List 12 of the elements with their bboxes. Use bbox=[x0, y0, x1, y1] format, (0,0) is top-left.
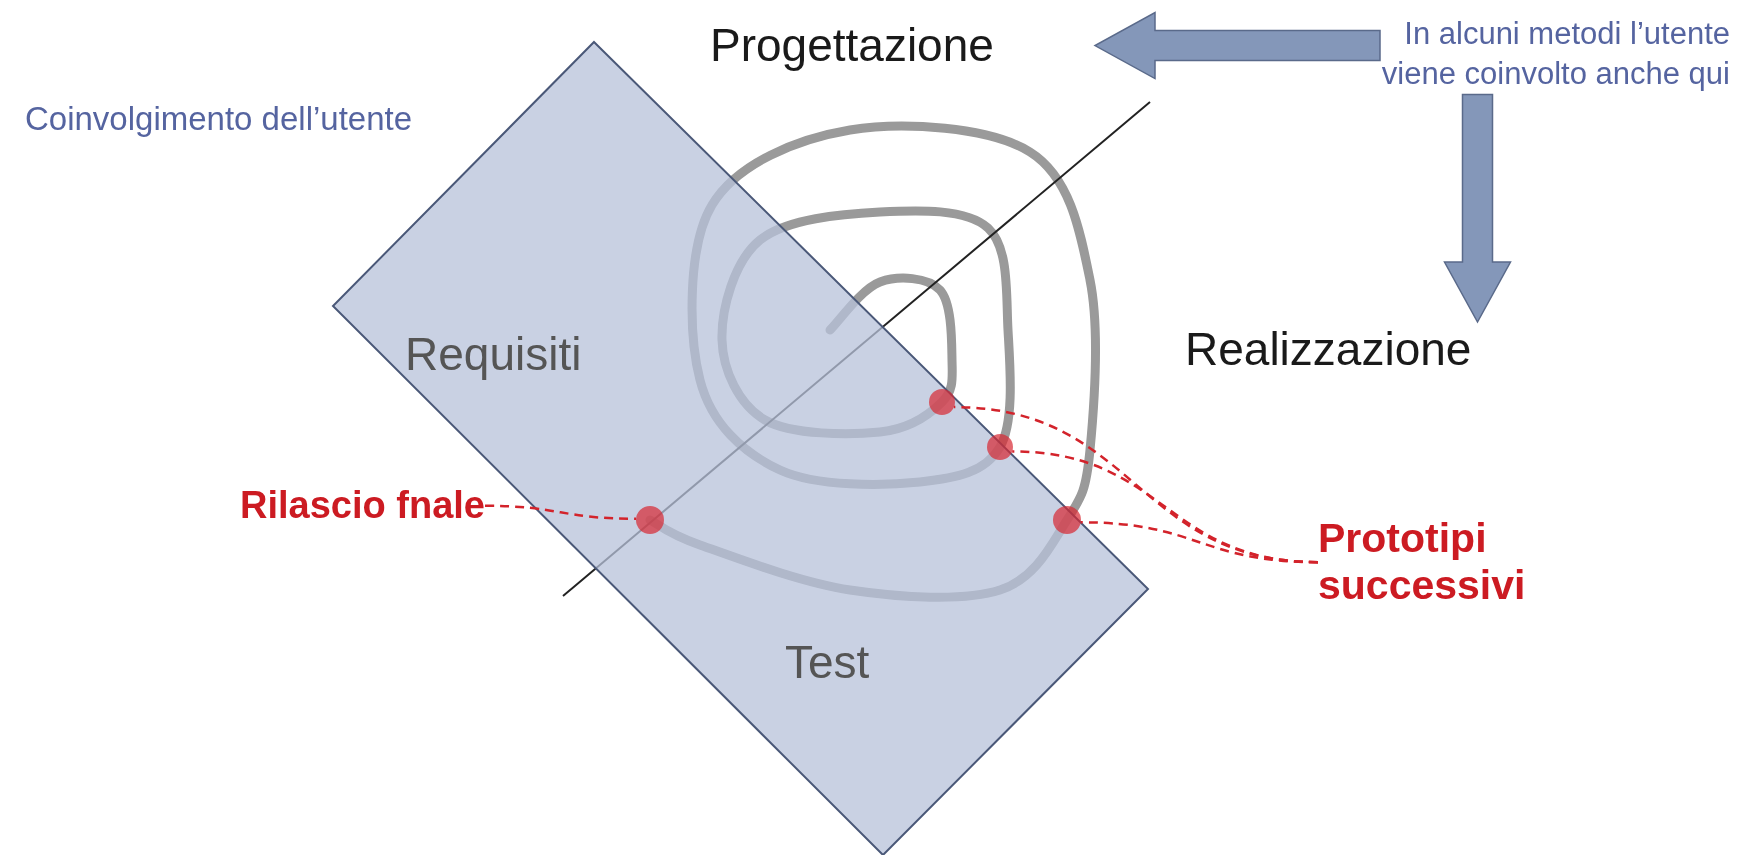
note-text: In alcuni metodi l’utente viene coinvolto anche qui bbox=[1380, 14, 1730, 95]
phase-label: Prototipi successivi bbox=[1318, 515, 1618, 610]
phase-label: Rilascio fnale bbox=[145, 483, 485, 529]
block-arrow bbox=[1443, 93, 1512, 324]
phase-label: Progettazione bbox=[710, 18, 1095, 74]
phase-label: Requisiti bbox=[405, 327, 582, 381]
band-label: Coinvolgimento dell’utente bbox=[25, 100, 413, 138]
phase-label: Test bbox=[785, 635, 870, 689]
leader-line bbox=[485, 504, 637, 521]
phase-label: Realizzazione bbox=[1185, 322, 1575, 378]
leader-line bbox=[1080, 521, 1319, 564]
block-arrow bbox=[1093, 11, 1381, 80]
